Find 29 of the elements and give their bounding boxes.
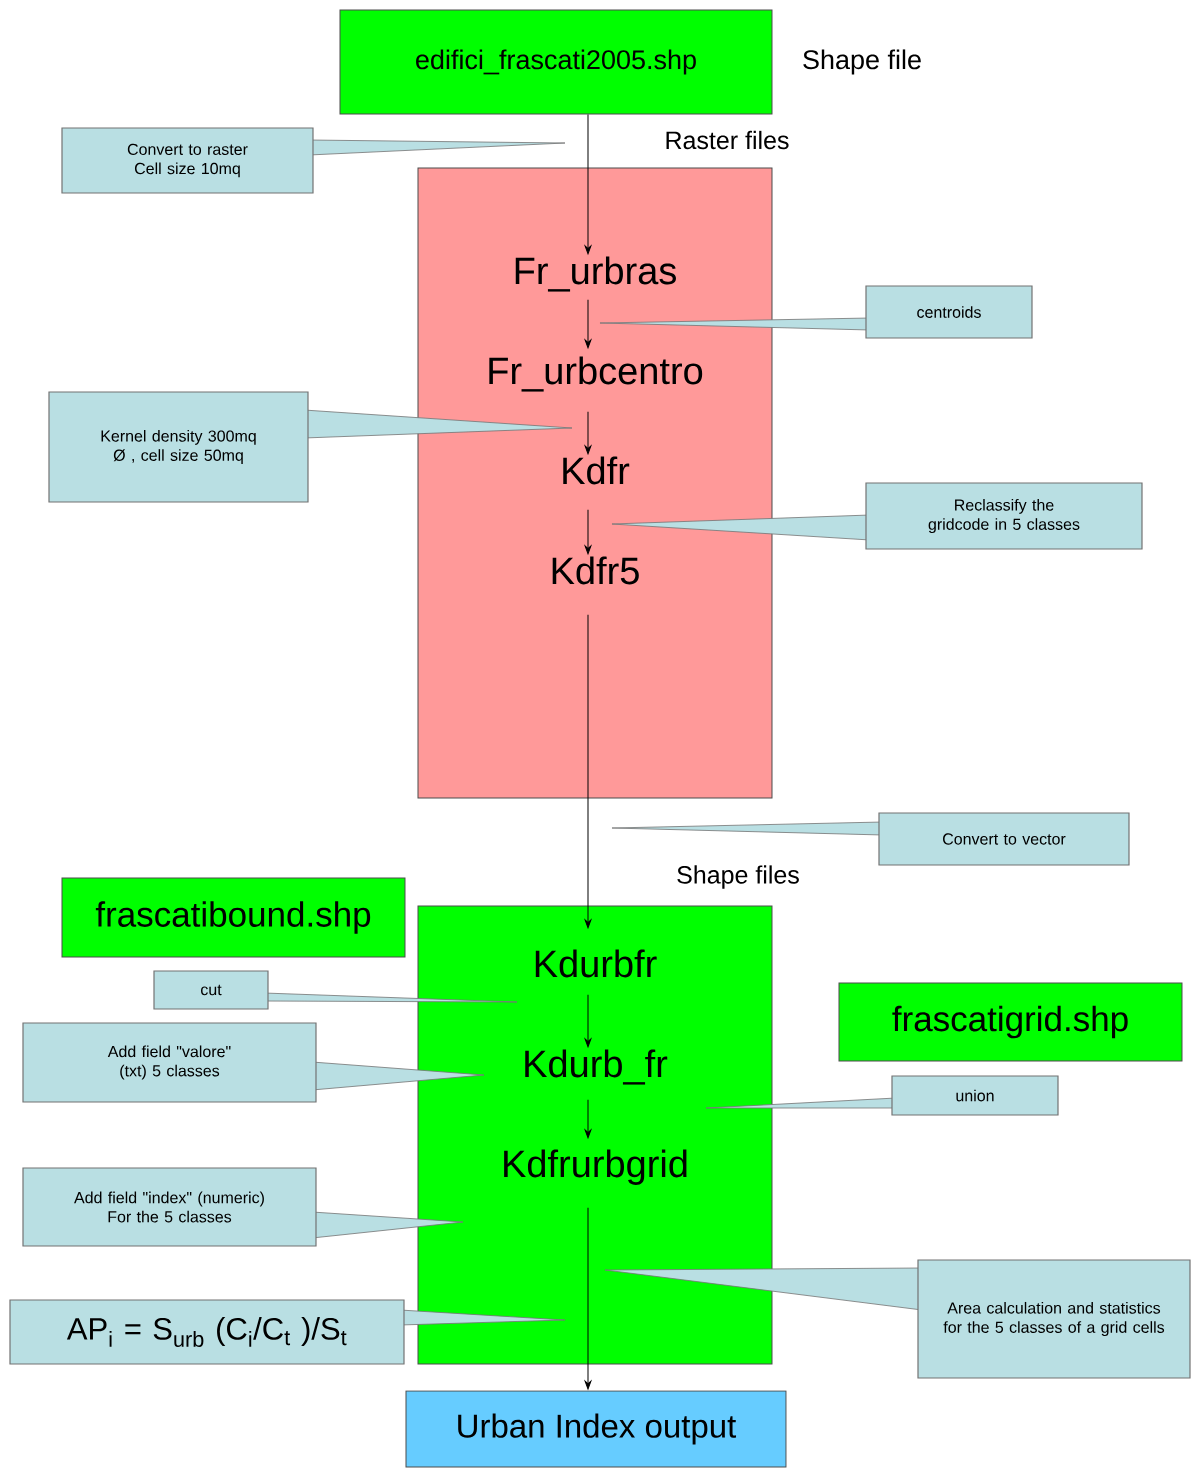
file-box: frascatibound.shp xyxy=(61,877,406,958)
arrow xyxy=(584,509,592,555)
callout: union xyxy=(705,1075,1059,1116)
callout: cut xyxy=(153,970,518,1010)
file-name: Kdurbfr xyxy=(535,949,657,978)
arrow xyxy=(584,411,592,455)
formula-callout: AP$_{i}$ = S$_{urb}$ (C$_{i}$/C$_{t}$ )/S$_{t}$ xyxy=(9,1299,566,1365)
callout: Convert to vector xyxy=(611,812,1130,866)
callout: Convert to raster Cell size 10mq xyxy=(61,127,566,194)
callout: Area calculation and statistics for the 5 classes of a grid cells xyxy=(604,1259,1191,1379)
file-name: Kdurb_fr xyxy=(525,1049,668,1085)
arrow xyxy=(584,994,592,1048)
arrow xyxy=(584,1099,592,1139)
file-box: frascatigrid.shp xyxy=(838,982,1183,1062)
arrow xyxy=(584,1207,592,1390)
output-box: Urban Index output xyxy=(405,1390,787,1468)
callout: Add field "valore" (txt) 5 classes xyxy=(22,1022,485,1103)
file-name: Kdfr5 xyxy=(552,556,639,585)
node-label: Shape file xyxy=(803,49,921,75)
arrow xyxy=(584,614,592,929)
file-box: edifici_frascati2005.shp Shape file xyxy=(339,9,921,115)
arrow xyxy=(584,299,592,349)
file-name: Fr_urbcentro xyxy=(489,356,703,392)
file-name: Kdfrurbgrid xyxy=(504,1149,687,1185)
node-label: Raster files xyxy=(666,130,789,150)
callout: Add field "index" (numeric) For the 5 classes xyxy=(22,1167,464,1247)
arrow xyxy=(584,114,592,255)
callout: centroids xyxy=(599,285,1033,339)
node-label: Shape files xyxy=(677,865,799,889)
